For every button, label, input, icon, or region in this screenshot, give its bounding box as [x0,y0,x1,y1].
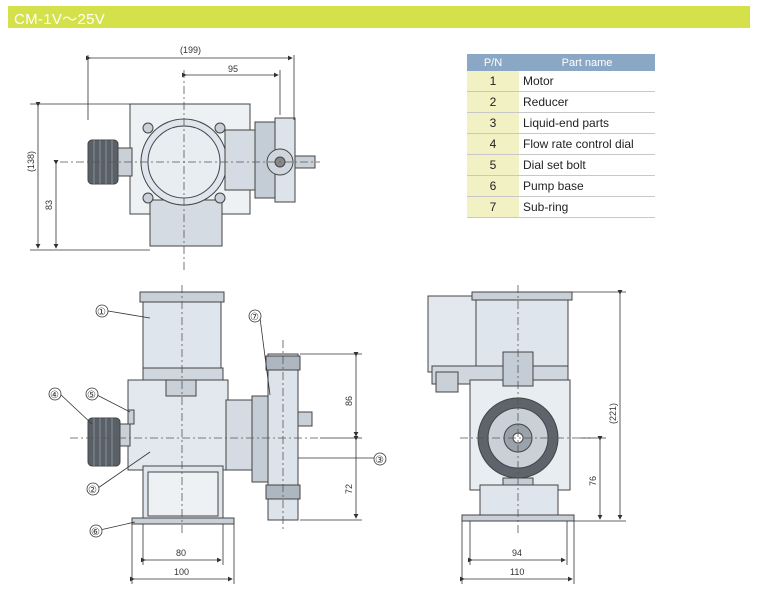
dim-front-base-outer: 100 [174,567,189,577]
pn-cell: 6 [467,175,519,197]
dim-top-height: (138) [26,151,36,172]
part-name-cell: Motor [519,71,655,92]
title-banner: CM-1V～25V [8,6,750,28]
front-view-leaders [59,310,376,531]
side-view-centerlines [460,285,590,535]
callout-6: ⑥ [91,527,100,538]
dim-side-height: (221) [608,403,618,424]
side-view-dimensions [460,290,626,584]
top-view-dimensions [30,55,295,251]
callout-circles [48,304,387,538]
front-view-centerlines [70,285,320,535]
part-name-cell: Liquid-end parts [519,112,655,134]
pn-cell: 2 [467,91,519,113]
pn-cell: 1 [467,71,519,92]
pn-cell: 7 [467,196,519,218]
dim-top-offset: 95 [228,64,238,74]
dim-side-base-outer: 110 [510,567,524,577]
part-name-cell: Dial set bolt [519,154,655,176]
dim-front-base-inner: 80 [176,548,186,558]
top-view-drawing [87,103,316,247]
top-view-centerlines [60,70,320,270]
part-name-cell: Flow rate control dial [519,133,655,155]
front-view-dimensions [130,352,362,584]
pn-cell: 4 [467,133,519,155]
part-name-cell: Reducer [519,91,655,113]
pn-cell: 3 [467,112,519,134]
callout-5: ⑤ [87,390,96,401]
pn-cell: 5 [467,154,519,176]
dim-side-center: 76 [588,476,598,486]
callout-1: ① [97,307,106,318]
dim-front-upper: 86 [344,396,354,406]
callout-3: ③ [375,455,384,466]
part-name-cell: Sub-ring [519,196,655,218]
header-pn: P/N [467,54,519,71]
dim-side-base-inner: 94 [512,548,522,558]
callout-4: ④ [50,390,59,401]
front-view-drawing [87,291,313,525]
header-part-name: Part name [519,54,655,71]
callout-7: ⑦ [250,312,259,323]
side-view-drawing [427,291,575,522]
dim-top-center: 83 [44,200,54,210]
callout-2: ② [88,485,97,496]
table-header-row: P/N Part name [467,54,655,71]
dim-top-width: (199) [180,45,201,55]
dim-front-lower: 72 [344,484,354,494]
part-name-cell: Pump base [519,175,655,197]
page-title: CM-1V～25V [14,11,106,28]
